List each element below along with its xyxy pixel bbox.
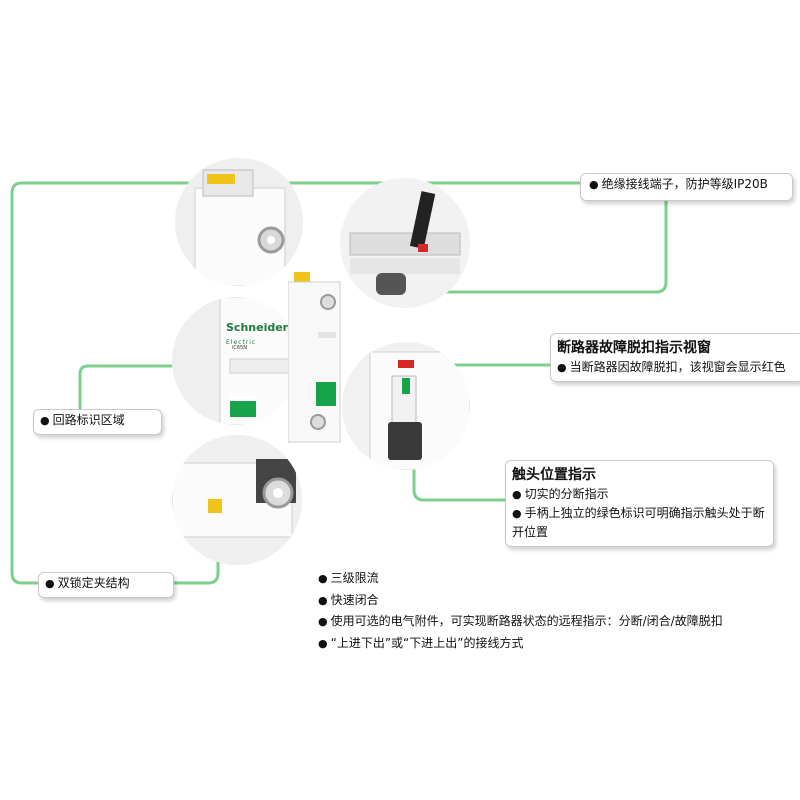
callout-circuit-id-text: 回路标识区域 [40,413,125,427]
terminal-detail-image [175,158,303,286]
connector-double-lock-bottom [168,512,220,585]
screwdriver-terminal-image [340,178,470,308]
connector-contact [412,370,507,502]
callout-insulation-text: 绝缘接线端子，防护等级IP20B [589,177,768,191]
connector-circuit-id [78,364,243,410]
callout-circuit-id: 回路标识区域 [33,409,162,435]
connector-insulation-2 [405,196,668,294]
model-label: iC65N [232,345,247,351]
callout-double-lock-text: 双锁定夹结构 [45,576,130,590]
feature-item: 使用可选的电气附件，可实现断路器状态的远程指示：分断/闭合/故障脱扣 [318,611,723,633]
feature-item: 三级限流 [318,568,723,590]
callout-trip-window-text: 当断路器因故障脱扣，该视窗会显示红色 [557,358,797,377]
callout-contact-title: 触头位置指示 [512,467,596,483]
callout-trip-window-title: 断路器故障脱扣指示视窗 [557,340,711,356]
trip-window-image [342,342,470,470]
feature-list: 三级限流 快速闭合 使用可选的电气附件，可实现断路器状态的远程指示：分断/闭合/… [318,568,723,654]
feature-item: 快速闭合 [318,590,723,612]
callout-contact-item-1: 切实的分断指示 [512,485,767,504]
feature-item: “上进下出”或“下进上出”的接线方式 [318,633,723,655]
callout-contact-position: 触头位置指示 切实的分断指示 手柄上独立的绿色标识可明确指示触头处于断开位置 [505,460,774,547]
callout-insulation-terminal: 绝缘接线端子，防护等级IP20B [580,173,793,201]
double-lock-image [172,435,302,565]
brand-logo: Schneider Electric [226,321,289,346]
callout-trip-window: 断路器故障脱扣指示视窗 当断路器因故障脱扣，该视窗会显示红色 [550,333,800,382]
connector-double-lock [10,181,205,585]
callout-double-lock: 双锁定夹结构 [38,572,174,598]
circuit-breaker-image [287,272,346,452]
circuit-label-image: Schneider Electric iC65N [172,297,300,425]
callout-contact-item-2: 手柄上独立的绿色标识可明确指示触头处于断开位置 [512,504,767,542]
